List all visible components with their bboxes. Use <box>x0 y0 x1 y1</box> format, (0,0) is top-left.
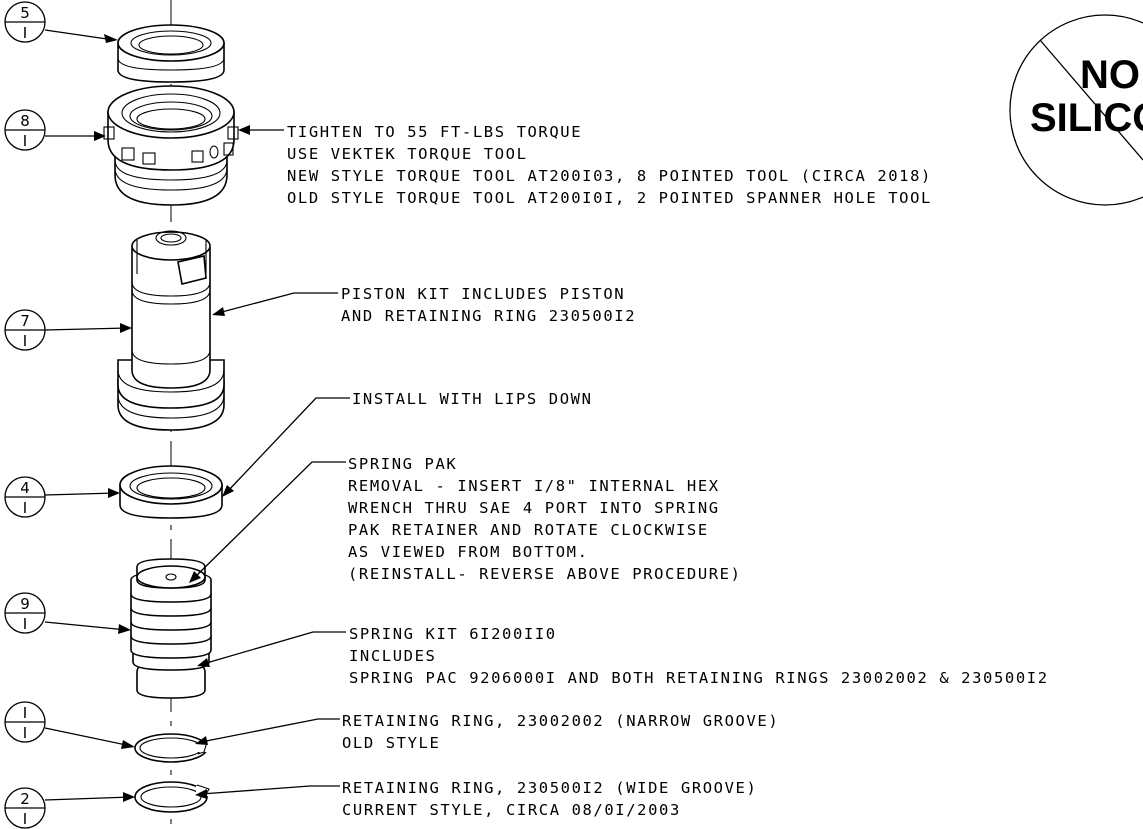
svg-text:SILICO: SILICO <box>1030 96 1143 140</box>
part-4-lip-seal <box>119 465 223 519</box>
svg-text:SPRING KIT 6I200II0: SPRING KIT 6I200II0 <box>349 625 557 643</box>
svg-text:TIGHTEN TO 55 FT-LBS TORQUE: TIGHTEN TO 55 FT-LBS TORQUE <box>287 123 582 141</box>
balloon-7: 7 I <box>4 309 132 351</box>
svg-text:5: 5 <box>20 4 30 22</box>
balloon-8: 8 I <box>4 109 106 151</box>
svg-text:PAK RETAINER AND ROTATE CLOCKW: PAK RETAINER AND ROTATE CLOCKWISE <box>348 521 709 539</box>
svg-text:I: I <box>23 132 27 150</box>
leader-piston <box>212 292 338 316</box>
svg-text:9: 9 <box>20 595 30 613</box>
note-spring-kit: SPRING KIT 6I200II0 INCLUDES SPRING PAC … <box>349 625 1049 687</box>
svg-text:I: I <box>23 499 27 517</box>
balloon-4: 4 I <box>4 476 120 518</box>
leader-spring-pak <box>189 461 346 583</box>
leader-ring-narrow <box>195 718 340 745</box>
svg-text:I: I <box>23 332 27 350</box>
svg-text:4: 4 <box>20 479 30 497</box>
svg-text:WRENCH THRU SAE 4 PORT INTO SP: WRENCH THRU SAE 4 PORT INTO SPRING <box>348 499 720 517</box>
note-torque: TIGHTEN TO 55 FT-LBS TORQUE USE VEKTEK T… <box>287 123 932 207</box>
svg-text:(REINSTALL- REVERSE ABOVE PROC: (REINSTALL- REVERSE ABOVE PROCEDURE) <box>348 565 742 583</box>
balloon-9: 9 I <box>4 592 131 634</box>
svg-text:NEW STYLE TORQUE TOOL AT200I03: NEW STYLE TORQUE TOOL AT200I03, 8 POINTE… <box>287 167 932 185</box>
svg-text:SPRING PAK: SPRING PAK <box>348 455 457 473</box>
no-silicone-warning: NO SILICO <box>1009 14 1143 206</box>
svg-text:I: I <box>23 24 27 42</box>
note-ring-wide: RETAINING RING, 230500I2 (WIDE GROOVE) C… <box>342 779 757 819</box>
svg-text:I: I <box>23 704 27 722</box>
note-ring-narrow: RETAINING RING, 23002002 (NARROW GROOVE)… <box>342 712 779 752</box>
svg-text:7: 7 <box>20 312 30 330</box>
balloon-2: 2 I <box>4 787 135 829</box>
note-spring-pak: SPRING PAK REMOVAL - INSERT I/8" INTERNA… <box>348 455 742 583</box>
note-piston: PISTON KIT INCLUDES PISTON AND RETAINING… <box>341 285 636 325</box>
leader-install <box>222 397 350 497</box>
svg-text:INCLUDES: INCLUDES <box>349 647 436 665</box>
svg-text:RETAINING RING, 23002002 (NARR: RETAINING RING, 23002002 (NARROW GROOVE) <box>342 712 779 730</box>
balloon-1: I I <box>4 701 135 749</box>
svg-text:I: I <box>23 615 27 633</box>
svg-text:USE VEKTEK TORQUE TOOL: USE VEKTEK TORQUE TOOL <box>287 145 528 163</box>
leader-torque <box>238 125 284 135</box>
svg-text:PISTON KIT INCLUDES PISTON: PISTON KIT INCLUDES PISTON <box>341 285 625 303</box>
balloon-5: 5 I <box>4 1 118 43</box>
svg-text:I: I <box>23 724 27 742</box>
svg-text:OLD STYLE: OLD STYLE <box>342 734 440 752</box>
part-9-spring-pak <box>130 558 212 699</box>
svg-text:SPRING PAC 9206000I AND BOTH R: SPRING PAC 9206000I AND BOTH RETAINING R… <box>349 669 1049 687</box>
svg-text:INSTALL WITH LIPS DOWN: INSTALL WITH LIPS DOWN <box>352 390 593 408</box>
svg-text:NO: NO <box>1080 53 1140 97</box>
svg-text:RETAINING RING, 230500I2 (WIDE: RETAINING RING, 230500I2 (WIDE GROOVE) <box>342 779 757 797</box>
part-8-retainer-nut <box>103 85 239 206</box>
note-install: INSTALL WITH LIPS DOWN <box>352 390 593 408</box>
svg-text:AND RETAINING RING 230500I2: AND RETAINING RING 230500I2 <box>341 307 636 325</box>
leader-ring-wide <box>195 785 340 799</box>
part-5-seal-ring <box>117 24 225 83</box>
svg-text:8: 8 <box>20 112 30 130</box>
svg-text:AS VIEWED FROM BOTTOM.: AS VIEWED FROM BOTTOM. <box>348 543 589 561</box>
part-2-retaining-ring-wide <box>134 781 210 813</box>
svg-text:I: I <box>23 810 27 828</box>
part-7-piston <box>117 230 225 431</box>
svg-text:REMOVAL - INSERT I/8" INTERNAL: REMOVAL - INSERT I/8" INTERNAL HEX <box>348 477 720 495</box>
leader-spring-kit <box>197 631 346 667</box>
svg-text:CURRENT STYLE, CIRCA 08/0I/200: CURRENT STYLE, CIRCA 08/0I/2003 <box>342 801 681 819</box>
svg-text:2: 2 <box>20 790 30 808</box>
part-1-retaining-ring-narrow <box>134 733 210 763</box>
svg-text:OLD STYLE TORQUE TOOL AT200I0I: OLD STYLE TORQUE TOOL AT200I0I, 2 POINTE… <box>287 189 932 207</box>
